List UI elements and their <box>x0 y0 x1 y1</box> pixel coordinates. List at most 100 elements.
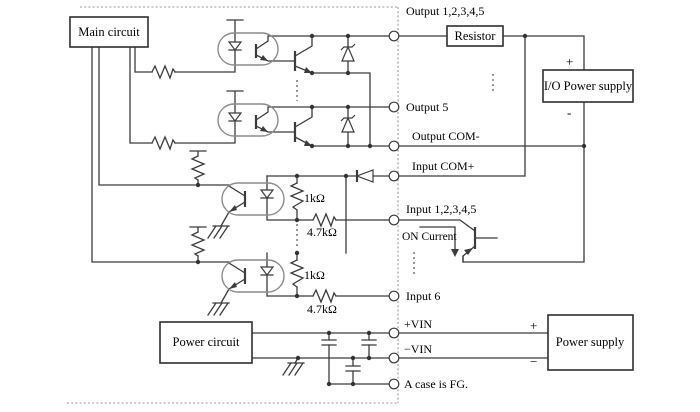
junction-dot <box>294 250 300 256</box>
series-resistor-icon <box>151 64 176 80</box>
io-power-supply-box <box>542 69 634 103</box>
junction-dot <box>367 143 373 149</box>
junction-dot <box>294 173 300 179</box>
junction-dot <box>294 293 300 299</box>
junction-dot <box>350 355 356 361</box>
phototransistor-and-transistor-bars <box>254 115 297 142</box>
input2-pullup-value: 1kΩ <box>304 268 325 282</box>
power-supply-box <box>547 314 634 371</box>
4k7-resistor-icon <box>312 288 337 304</box>
junction-dot <box>366 355 372 361</box>
on-current-section <box>398 219 498 263</box>
vin-minus-label: −VIN <box>404 342 432 356</box>
led-icon <box>259 266 275 276</box>
junction-dot <box>326 330 332 336</box>
module-border <box>67 6 399 404</box>
diode-icon <box>355 169 374 183</box>
terminal-input-1-5 <box>388 214 400 226</box>
power-supply-label: Power supply <box>556 335 625 349</box>
junction-dot <box>343 173 349 179</box>
input-com-label: Input COM+ <box>412 159 475 173</box>
resistor-box <box>446 25 504 47</box>
transistor-emitter-arrow-icon <box>304 140 312 146</box>
zener-diode-icon <box>341 45 355 62</box>
zener-diode-icon <box>341 116 355 133</box>
input1-pullup-value: 1kΩ <box>304 191 325 205</box>
led-icon <box>259 189 275 199</box>
phototransistor-emitter-arrow-icon <box>260 55 268 61</box>
wires <box>129 46 585 147</box>
junction-dot <box>309 33 315 39</box>
phototransistor-emitter-arrow-icon <box>260 126 268 132</box>
wires <box>266 35 526 254</box>
terminal-output-5 <box>388 101 400 113</box>
on-current-arrowhead-icon <box>451 249 459 257</box>
pullup-resistor-icon <box>190 231 206 257</box>
input2-series-value: 4.7kΩ <box>307 302 337 316</box>
terminal-vin-minus <box>388 352 400 364</box>
junction-dot <box>309 143 315 149</box>
led-icon <box>227 41 243 51</box>
output-channel-2 <box>129 46 585 151</box>
junction-dot <box>309 70 315 76</box>
phototransistor-emitter-arrow-icon <box>229 205 237 212</box>
junction-dot <box>366 330 372 336</box>
junction-dot <box>345 70 351 76</box>
chassis-ground-icon <box>207 302 230 316</box>
vin-plus-label: +VIN <box>404 317 432 331</box>
1k-resistor-icon <box>289 182 305 211</box>
terminal-vin-plus <box>388 327 400 339</box>
pullup-resistor-icon <box>190 155 206 181</box>
optocoupler-1-body <box>217 32 279 66</box>
input-channel-1 <box>98 46 390 239</box>
optocoupler-4-body <box>221 259 285 293</box>
led-icon <box>227 112 243 122</box>
wires <box>251 332 549 385</box>
main-circuit-label: Main circuit <box>78 25 140 39</box>
capacitor-icon <box>345 365 361 372</box>
junction-dot <box>326 381 332 387</box>
junction-dot <box>345 143 351 149</box>
power-circuit-box <box>159 321 253 364</box>
junction-dot <box>350 381 356 387</box>
junction-dot <box>345 33 351 39</box>
power-section <box>251 332 549 385</box>
on-current-label: ON Current <box>402 231 457 243</box>
junction-dots <box>195 33 587 387</box>
terminal-fg <box>388 378 400 390</box>
output-5-label: Output 5 <box>406 100 448 114</box>
junction-dot <box>581 143 587 149</box>
junction-dot <box>295 355 301 361</box>
junction-dot <box>309 104 315 110</box>
capacitor-icon <box>321 339 337 346</box>
resistor-label: Resistor <box>455 29 497 43</box>
power-circuit-label: Power circuit <box>173 335 241 349</box>
series-resistor-icon <box>151 135 176 151</box>
output-1-5-label: Output 1,2,3,4,5 <box>406 4 484 18</box>
ellipsis-markers <box>296 74 494 277</box>
io-power-supply-label: I/O Power supply <box>544 79 633 93</box>
junction-dot <box>195 259 201 265</box>
transistor-emitter-arrow-icon <box>464 248 473 255</box>
junction-dot <box>522 33 528 39</box>
input1-series-value: 4.7kΩ <box>307 225 337 239</box>
output-channel-1 <box>134 19 585 147</box>
chassis-ground-icon <box>282 362 305 376</box>
output-com-label: Output COM- <box>412 129 480 143</box>
terminals <box>388 30 400 390</box>
4k7-resistor-icon <box>312 212 337 228</box>
on-current-arrow <box>419 226 456 251</box>
junction-dot <box>195 182 201 188</box>
input-com-rail <box>266 35 526 254</box>
optocoupler-3-body <box>221 182 285 216</box>
power-supply-plus-label: + <box>530 318 537 333</box>
main-circuit-box <box>69 16 149 48</box>
wires <box>134 19 585 147</box>
1k-resistor-icon <box>289 259 305 288</box>
phototransistor-and-transistor-bars <box>254 44 297 71</box>
input-6-label: Input 6 <box>406 289 440 303</box>
chassis-ground-icon <box>207 225 230 239</box>
junction-dot <box>345 104 351 110</box>
io-power-plus-label: + <box>566 54 573 69</box>
